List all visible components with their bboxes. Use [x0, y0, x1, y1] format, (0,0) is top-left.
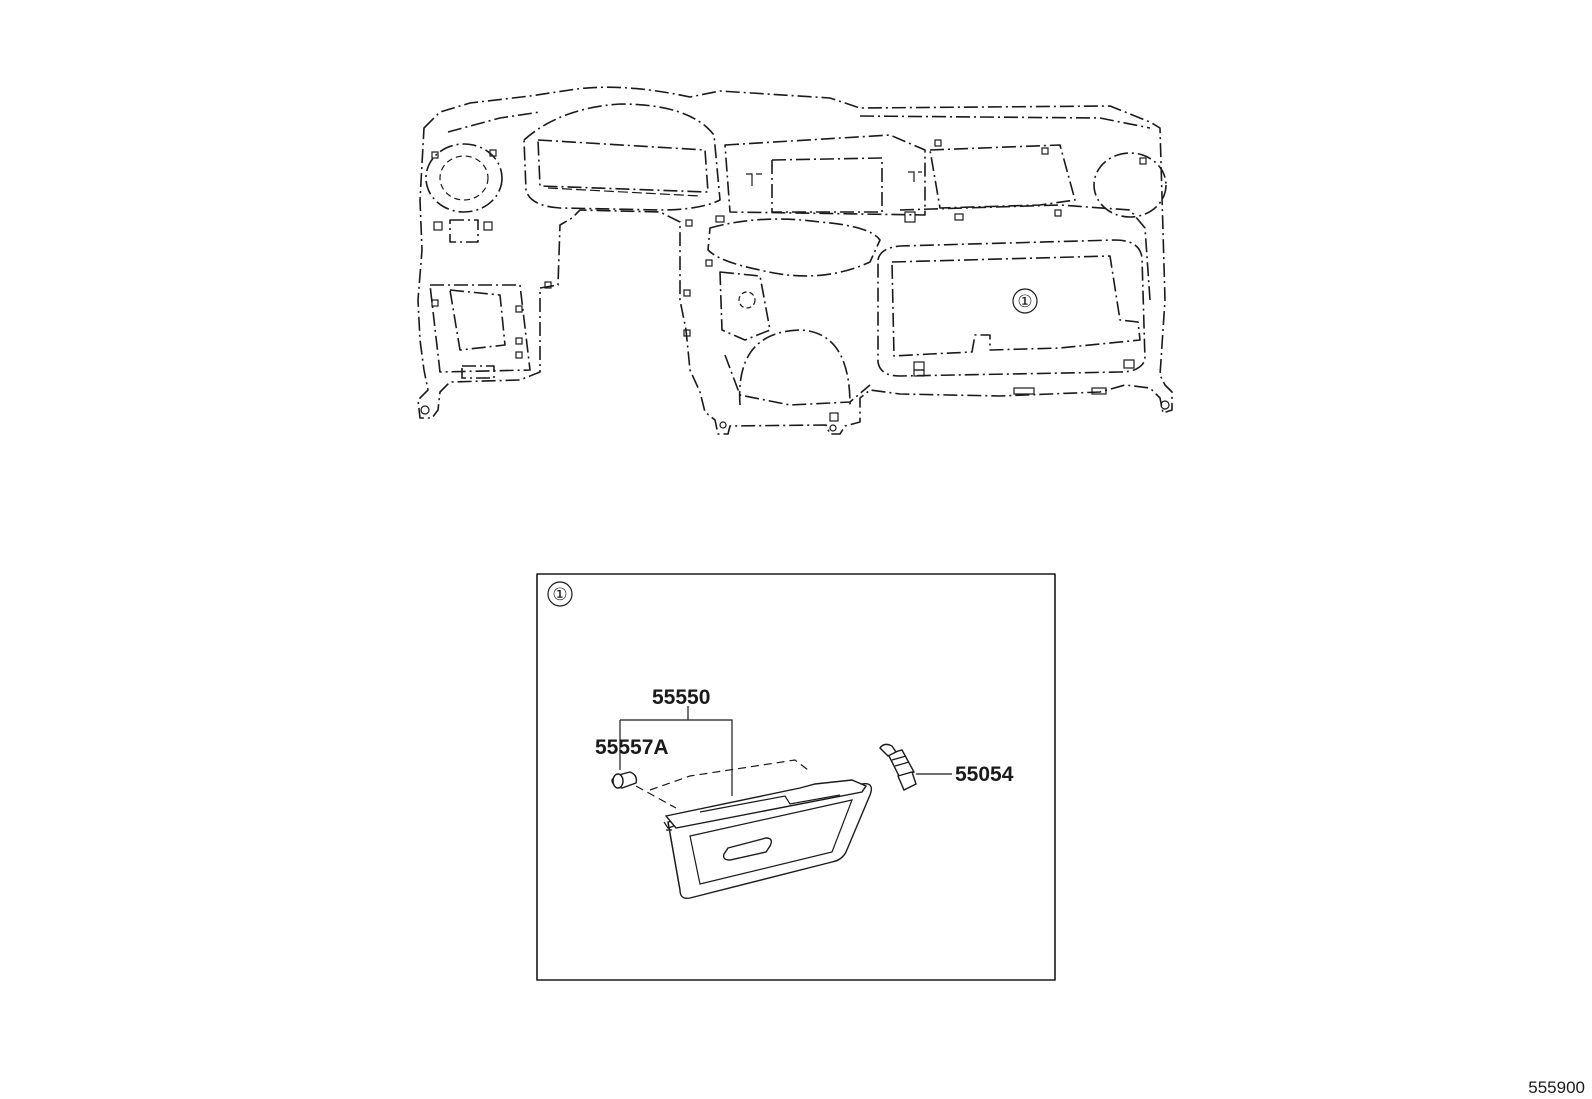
part-label-55557a[interactable]: 55557A	[595, 736, 669, 759]
stopper-illustration	[611, 771, 638, 789]
leader-lines	[619, 706, 952, 796]
glove-box-door-illustration	[663, 779, 873, 900]
instrument-panel-outline	[417, 86, 1173, 435]
part-label-55054[interactable]: 55054	[955, 763, 1014, 786]
callout-marker-overview: ①	[1017, 292, 1032, 312]
part-label-55550[interactable]: 55550	[652, 686, 710, 709]
phantom-lines	[635, 759, 809, 809]
detail-marker-circle	[547, 581, 573, 607]
detail-marker: ①	[552, 585, 567, 605]
callout-circle-overview	[1012, 288, 1038, 314]
illustration-code: 555900	[1528, 1078, 1585, 1097]
damper-illustration	[879, 743, 917, 791]
detail-view-box: ①	[536, 573, 1056, 981]
